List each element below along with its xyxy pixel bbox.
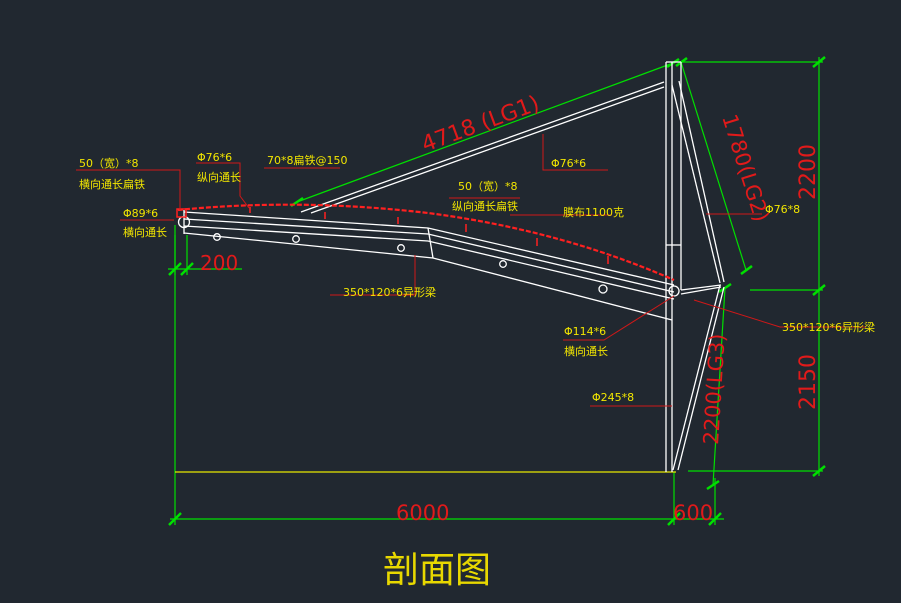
note-beam-right: 350*120*6异形梁 <box>782 320 875 334</box>
dim-tick <box>666 57 680 69</box>
structure <box>177 61 725 472</box>
beam-bottom <box>183 232 673 321</box>
beam-joint <box>427 227 434 259</box>
dim-tick <box>667 512 681 526</box>
leader <box>330 255 416 296</box>
dim-text-w-side: 600 <box>673 501 713 525</box>
bolt-hole <box>397 244 405 252</box>
membrane-edge <box>176 208 187 218</box>
leader <box>542 134 608 171</box>
dim-tick <box>168 512 182 526</box>
leader <box>76 169 181 210</box>
leader <box>196 162 250 209</box>
annotations: 50（宽）*8 横向通长扁铁 Φ76*6 纵向通长 70*8扁铁@150 Φ89… <box>79 151 875 404</box>
note-membrane: 膜布1100克 <box>563 206 624 219</box>
strut-lg2 <box>671 84 721 284</box>
bolt-hole <box>292 235 300 243</box>
note-flat-iron-mid-2: 纵向通长扁铁 <box>452 199 518 213</box>
dim-text-h-lower: 2150 <box>796 354 821 410</box>
membrane-line <box>177 203 675 282</box>
strut-lg3 <box>677 286 725 471</box>
dim-tick <box>740 264 753 276</box>
note-flat-iron-left-2: 横向通长扁铁 <box>79 177 145 191</box>
dim-tick <box>812 56 826 68</box>
tie-lg1 <box>300 81 665 213</box>
note-pipe-cross-2: 横向通长 <box>564 344 608 358</box>
note-pipe-lg2: Φ76*8 <box>765 203 800 216</box>
dim-text-h-upper: 2200 <box>796 144 821 200</box>
note-flat-iron-left-1: 50（宽）*8 <box>79 156 139 170</box>
bolt-hole <box>598 284 608 294</box>
drawing-title: 剖面图 <box>383 550 491 591</box>
dim-tick <box>168 262 182 276</box>
note-pipe-edge-1: Φ89*6 <box>123 207 158 220</box>
beam-line <box>183 225 675 300</box>
dim-tick <box>706 479 720 491</box>
bolt-hole <box>499 260 507 268</box>
note-beam-left: 350*120*6异形梁 <box>343 285 436 299</box>
dim-tick <box>180 262 194 276</box>
note-pipe-lg1: Φ76*6 <box>551 157 586 170</box>
note-flat-iron-mid-1: 50（宽）*8 <box>458 179 518 193</box>
leader <box>563 295 675 341</box>
leader-lines <box>76 134 866 407</box>
note-pipe-long-2: 纵向通长 <box>197 170 241 184</box>
dim-text-w-main: 6000 <box>396 501 449 525</box>
beam-line <box>183 218 675 293</box>
note-pipe-cross-1: Φ114*6 <box>564 325 606 338</box>
note-column: Φ245*8 <box>592 391 634 404</box>
bolt-hole <box>213 233 221 241</box>
dim-line-lg1 <box>296 62 674 203</box>
dim-tick <box>812 284 826 296</box>
dim-text-offset: 200 <box>200 251 238 275</box>
brace <box>680 284 722 291</box>
strut-lg2 <box>678 80 725 283</box>
note-flat-iron-top: 70*8扁铁@150 <box>267 154 348 167</box>
dim-line-lg2 <box>680 61 747 271</box>
dim-tick <box>718 282 732 294</box>
note-pipe-long-1: Φ76*6 <box>197 151 232 164</box>
dimension-lines <box>168 56 826 526</box>
strut-lg3 <box>672 284 721 471</box>
membrane <box>176 203 675 282</box>
note-pipe-edge-2: 横向通长 <box>123 225 167 239</box>
dim-line-lg3 <box>712 287 726 486</box>
dim-tick <box>812 465 826 477</box>
leader <box>693 299 866 328</box>
dim-tick <box>708 512 722 526</box>
tie-lg1 <box>310 86 665 214</box>
brace <box>680 286 722 295</box>
